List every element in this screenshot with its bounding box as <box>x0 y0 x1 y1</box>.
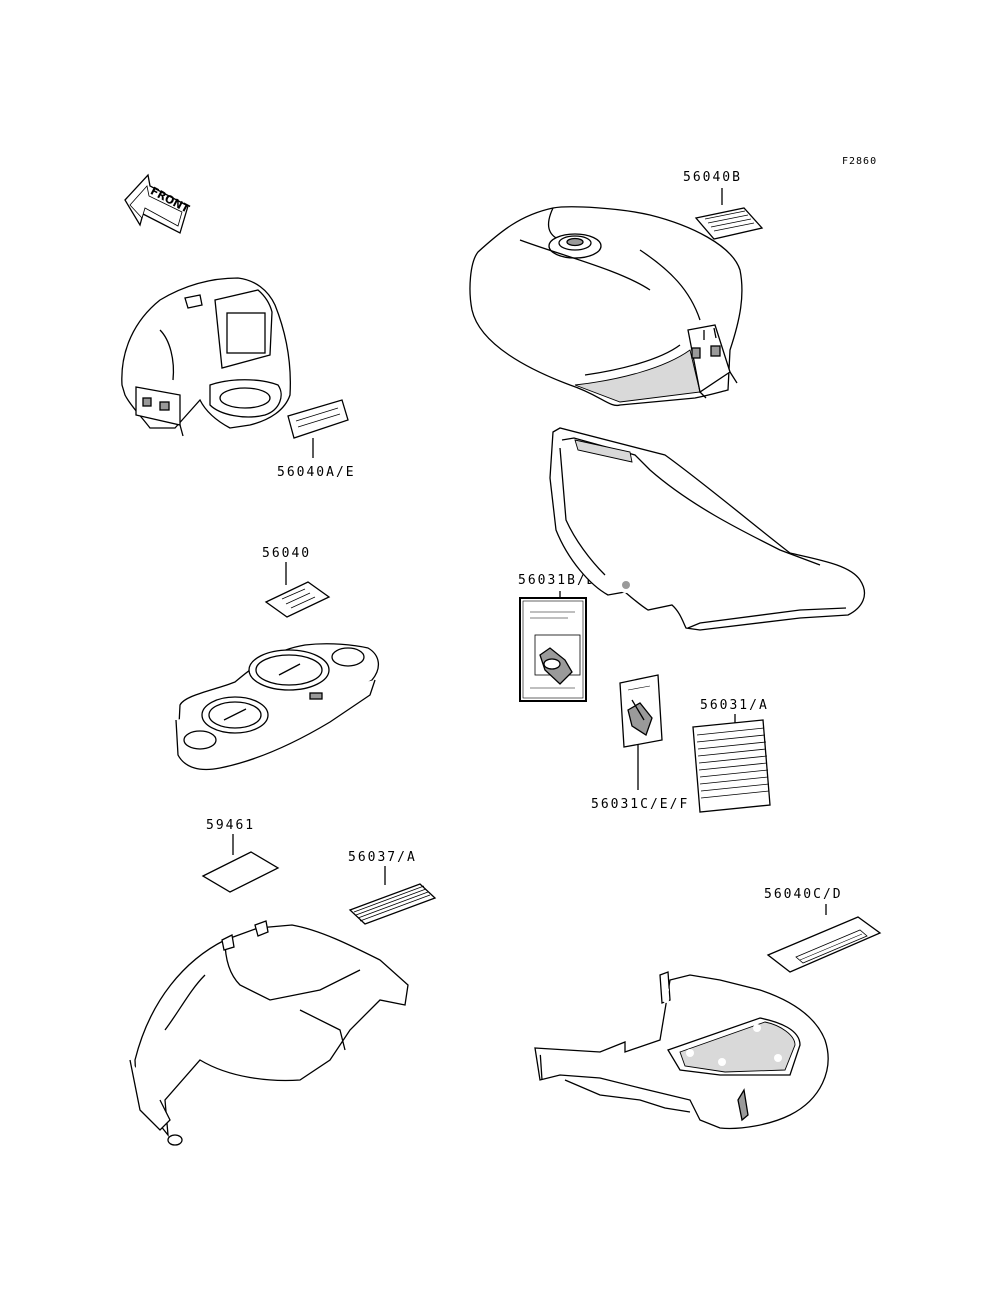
part-label-59461: 59461 <box>206 818 256 833</box>
label-sticker-56031a <box>692 714 771 813</box>
label-sticker-56040b <box>694 188 764 240</box>
label-sticker-56031cef <box>619 674 663 790</box>
part-label-56040: 56040 <box>262 546 312 561</box>
label-sticker-56031bd <box>519 591 587 702</box>
part-label-56037a: 56037/A <box>348 850 417 865</box>
figure-code: F2860 <box>842 156 878 167</box>
front-fairing-drawing <box>121 277 291 444</box>
label-sticker-56040 <box>264 562 331 618</box>
part-label-56040b: 56040B <box>683 170 742 185</box>
label-sticker-56040cd <box>766 904 882 973</box>
fuel-tank-drawing <box>469 206 743 407</box>
front-arrow-icon: FRONT <box>124 173 192 234</box>
side-cover-drawing <box>549 427 865 631</box>
label-sticker-56040ae <box>287 399 349 458</box>
part-label-56040cd: 56040C/D <box>764 887 843 902</box>
part-label-56040ae: 56040A/E <box>277 465 356 480</box>
rear-fender-drawing <box>129 920 409 1146</box>
tail-cowl-drawing <box>534 971 829 1130</box>
part-label-56031a: 56031/A <box>700 698 769 713</box>
instrument-cluster-drawing <box>175 643 379 771</box>
part-label-56031cef: 56031C/E/F <box>591 797 690 812</box>
label-sticker-56037a <box>348 866 437 925</box>
part-label-56031bd: 56031B/D <box>518 573 597 588</box>
label-sticker-59461 <box>201 834 280 893</box>
